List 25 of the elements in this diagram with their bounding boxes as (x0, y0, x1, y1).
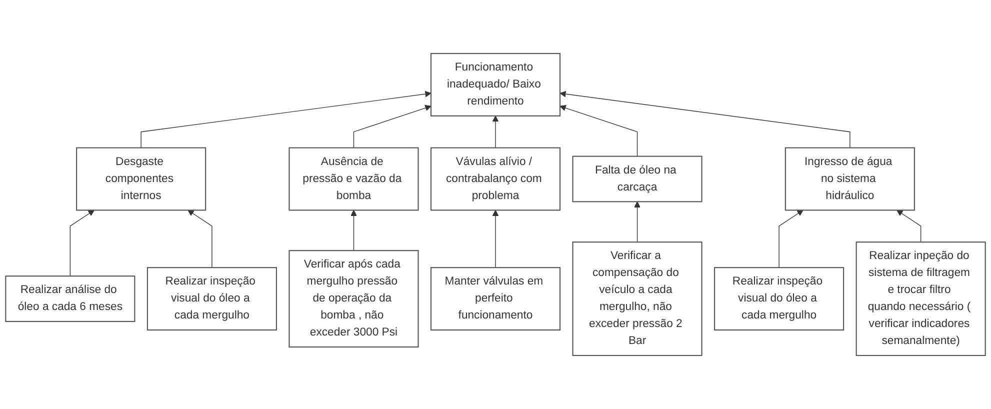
node-box: Funcionamento inadequado/ Baixo rendimento (430, 52, 561, 116)
node-box: Desgaste componentes internos (76, 147, 206, 211)
node-box: Falta de óleo na carcaça (572, 156, 702, 202)
node-box: Manter válvulas em perfeito funcionamento (430, 267, 561, 330)
arrow (896, 210, 922, 242)
node-box: Verificar após cada mergulho pressão de operação da bomba , não exceder 3000 Psi (288, 250, 419, 348)
node-box: Realizar inspeção visual do óleo a cada mergulho (146, 267, 277, 330)
arrow (70, 210, 94, 276)
node-box: Verificar a compensação do veículo a cada mergulho, não exceder pressão 2 Bar (572, 242, 702, 356)
node-box: Realizar análise do óleo a cada 6 meses (5, 276, 136, 322)
arrow (492, 116, 499, 148)
arrow (350, 210, 357, 251)
arrow (560, 90, 850, 148)
arrow (140, 90, 432, 148)
node-box: Realizar inpeção do sistema de filtragem e trocar filtro quando necessário ( verificar indicadores semanalmente) (856, 242, 986, 356)
arrow (778, 210, 804, 268)
arrow (492, 210, 499, 268)
node-box: Vávulas alívio / contrabalanço com problema (430, 147, 561, 211)
node-box: Ingresso de água no sistema hidráulico (784, 147, 915, 211)
arrow (560, 104, 638, 157)
arrow (634, 201, 640, 242)
node-box: Ausência de pressão e vazão da bomba (288, 147, 419, 211)
node-box: Realizar inspeção visual do óleo a cada mergulho (714, 267, 844, 330)
arrow (353, 104, 432, 148)
arrow (188, 210, 212, 268)
